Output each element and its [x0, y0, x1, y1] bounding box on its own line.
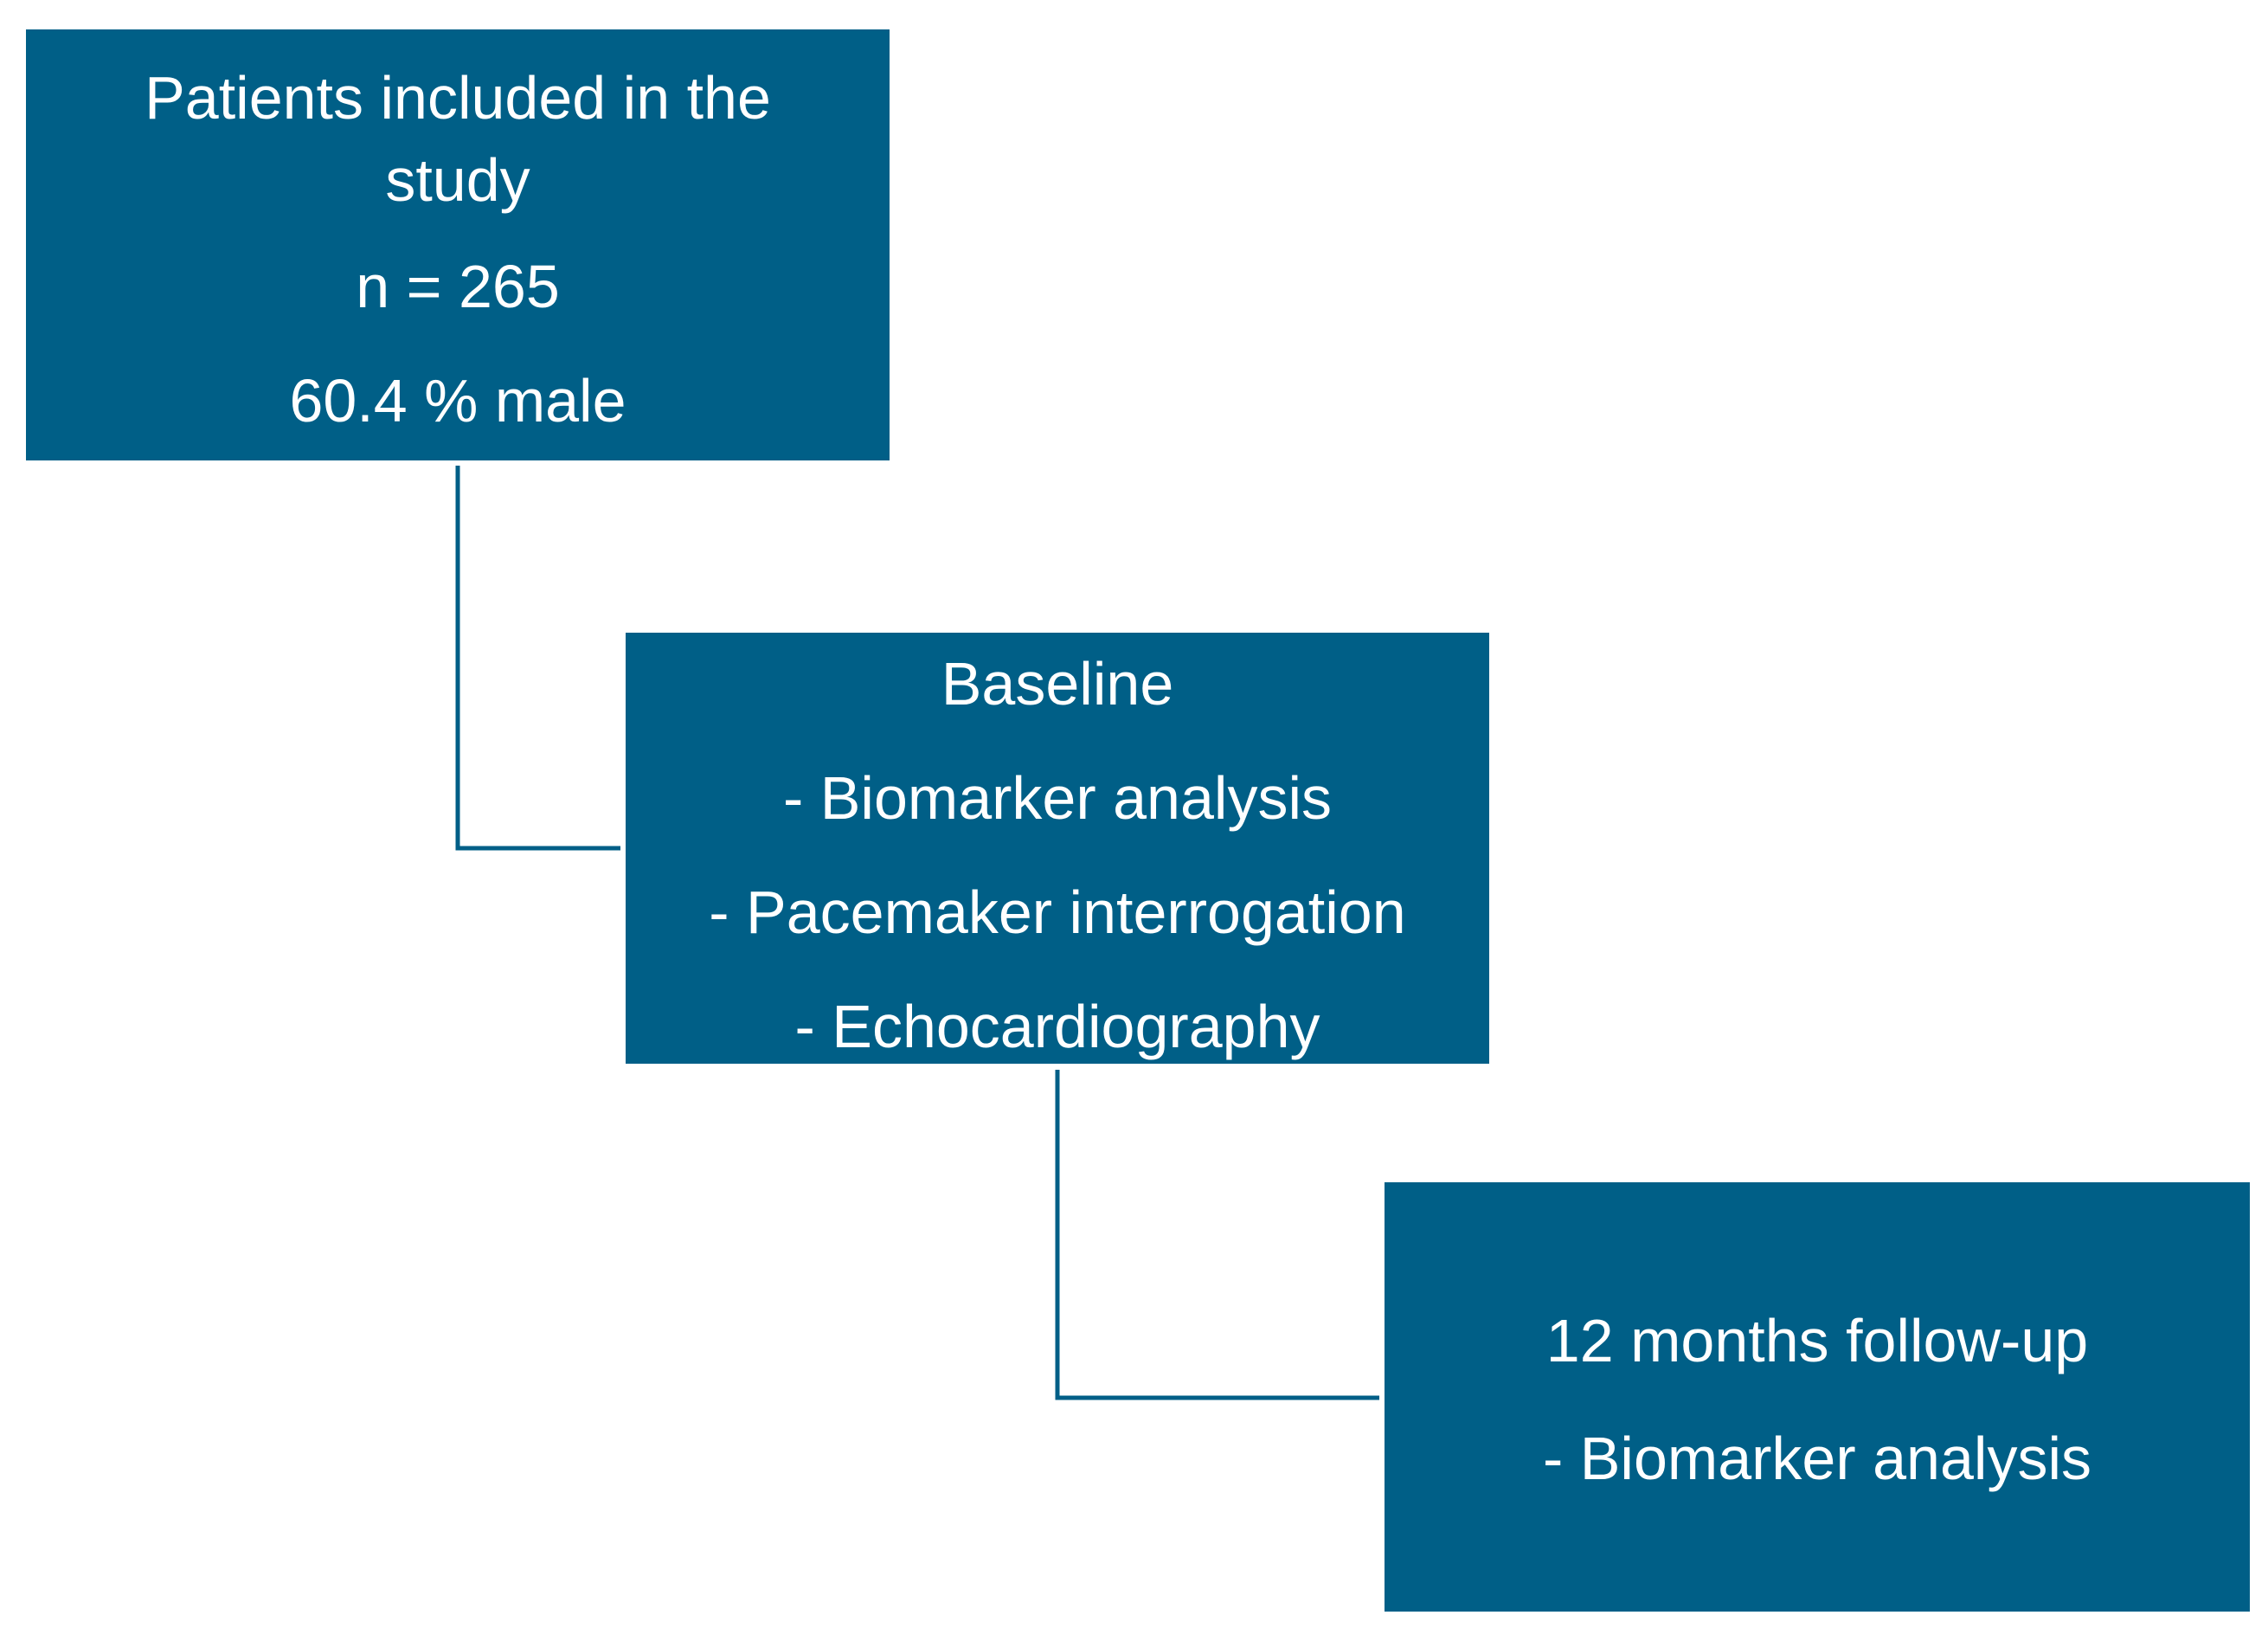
baseline-box: Baseline - Biomarker analysis - Pacemake… [626, 633, 1489, 1064]
baseline-item-echo: - Echocardiography [794, 993, 1320, 1060]
study-population-title: Patients included in the study [145, 64, 771, 214]
connector-baseline-to-followup [1055, 1070, 1379, 1400]
baseline-item-pacemaker: - Pacemaker interrogation [709, 878, 1406, 946]
connector-study-to-baseline [455, 466, 620, 851]
follow-up-title: 12 months follow-up [1545, 1307, 2089, 1374]
follow-up-box: 12 months follow-up - Biomarker analysis [1385, 1182, 2250, 1612]
baseline-item-biomarker: - Biomarker analysis [782, 764, 1333, 832]
patient-count: n = 265 [356, 253, 560, 320]
male-percentage: 60.4 % male [289, 367, 626, 434]
baseline-title: Baseline [941, 650, 1174, 718]
follow-up-item-biomarker: - Biomarker analysis [1542, 1425, 2092, 1492]
study-population-box: Patients included in the study n = 265 6… [26, 29, 890, 460]
